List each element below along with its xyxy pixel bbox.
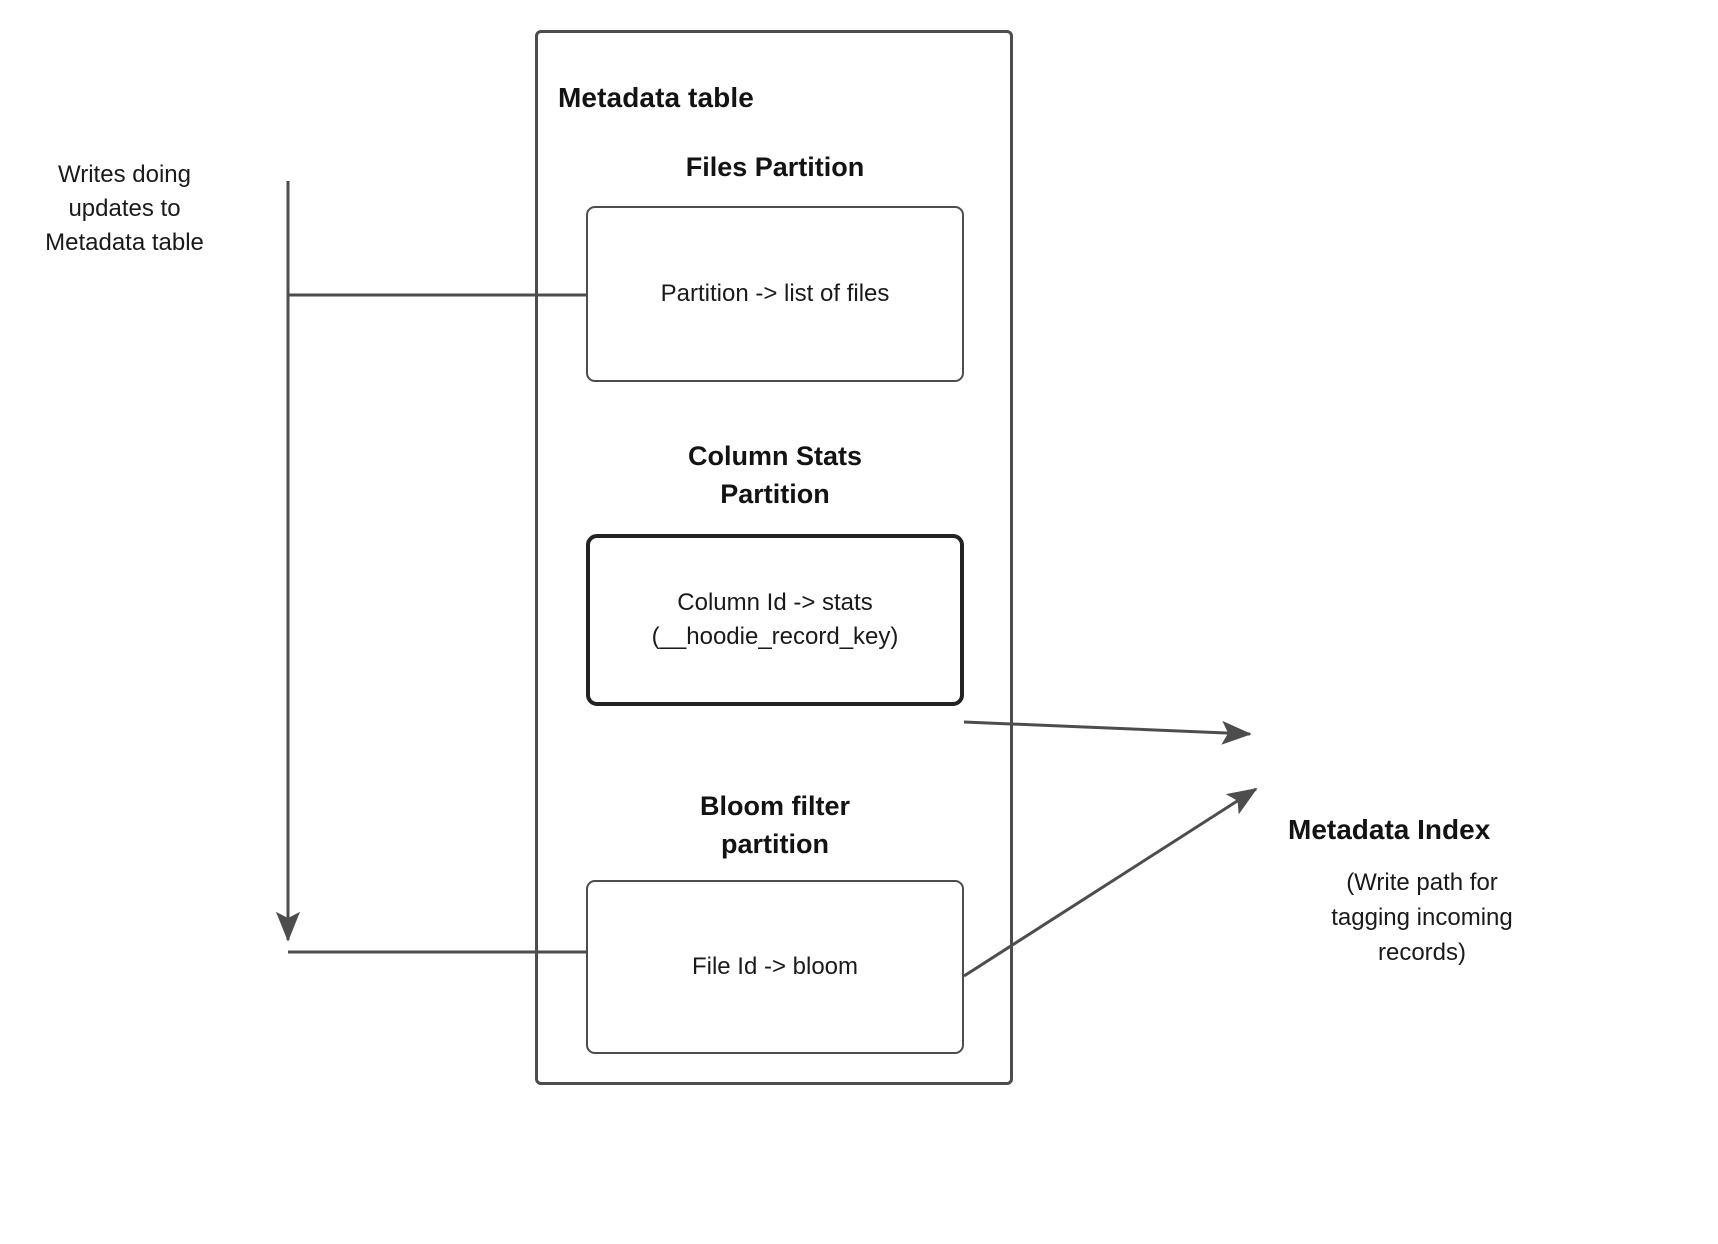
files-partition-text: Partition -> list of files — [660, 279, 890, 307]
metadata-table-title: Metadata table — [558, 82, 754, 113]
files-partition-heading: Files Partition — [685, 152, 865, 182]
column-stats-partition-box: Column Id -> stats(__hoodie_record_key) — [586, 534, 964, 706]
files-partition-box: Partition -> list of files — [586, 206, 964, 382]
bloom-filter-partition-text: File Id -> bloom — [691, 952, 859, 980]
metadata-index-title: Metadata Index — [1288, 814, 1491, 845]
bloom-filter-partition-box: File Id -> bloom — [586, 880, 964, 1054]
metadata-table-container — [535, 30, 1013, 1085]
column-stats-partition-text: Column Id -> stats(__hoodie_record_key) — [651, 588, 899, 650]
